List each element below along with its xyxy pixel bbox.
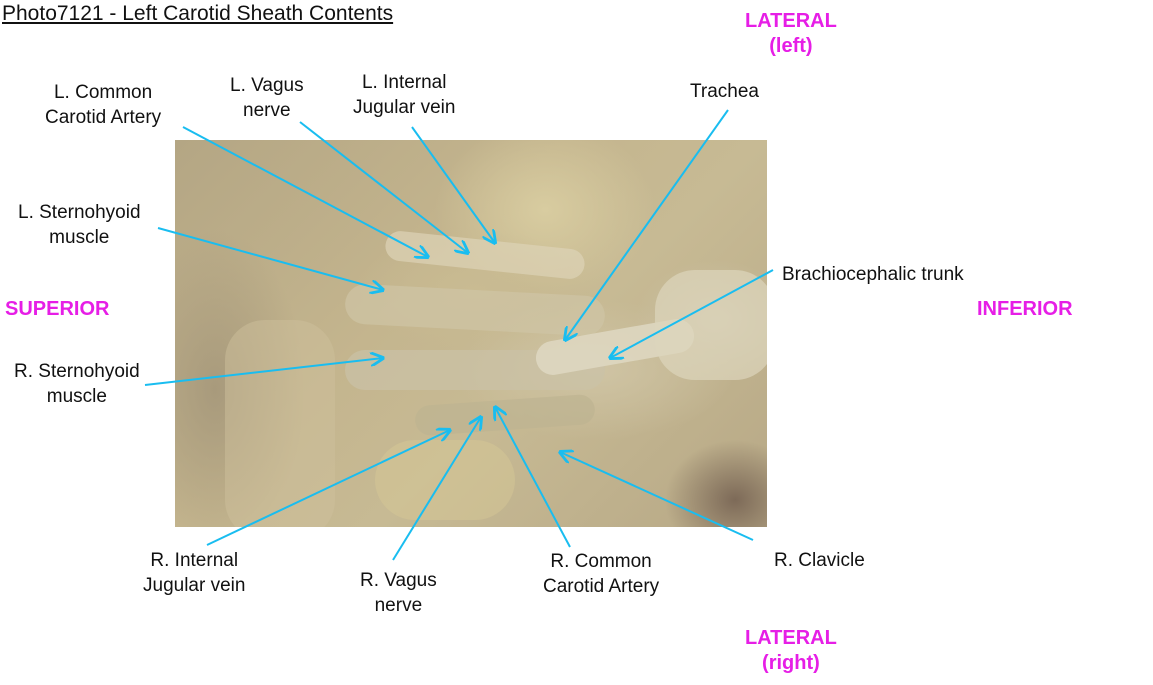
label-text: muscle [46,386,107,407]
arrow-brachiocephalic [610,269,774,358]
label-text: L. Internal [361,72,447,93]
page-title: Photo7121 - Left Carotid Sheath Contents [2,2,394,25]
label-text: Jugular vein [143,575,246,596]
arrow-trachea [565,109,729,340]
label-l-common-carotid: L. Common Carotid Artery [45,80,161,130]
arrow-l-internal-jugular [411,126,495,243]
orientation-lateral-right: LATERAL (right) [745,626,837,676]
label-r-common-carotid: R. Common Carotid Artery [543,549,659,599]
orientation-text: LATERAL [745,10,837,32]
label-text: nerve [243,100,291,121]
orientation-text: (left) [769,35,813,57]
label-trachea: Trachea [690,79,759,104]
orientation-text: (right) [762,652,820,674]
label-r-clavicle: R. Clavicle [774,548,865,573]
label-text: Carotid Artery [45,107,162,128]
label-text: R. Vagus [360,570,437,591]
arrow-r-internal-jugular [206,430,450,546]
orientation-superior: SUPERIOR [5,298,110,320]
label-text: muscle [49,227,110,248]
arrow-r-clavicle [560,452,754,541]
arrow-r-sternohyoid [144,358,383,386]
arrow-r-vagus [392,417,481,561]
label-text: Brachiocephalic trunk [782,264,964,285]
label-text: L. Vagus [230,75,304,96]
arrow-l-common-carotid [182,126,428,257]
label-l-sternohyoid: L. Sternohyoid muscle [18,200,141,250]
arrow-l-vagus [299,121,468,253]
orientation-inferior: INFERIOR [977,298,1073,320]
label-text: Carotid Artery [543,576,660,597]
label-r-vagus: R. Vagus nerve [360,568,437,618]
label-text: nerve [374,595,423,616]
label-text: Jugular vein [353,97,456,118]
dissection-photo [175,140,767,527]
arrow-l-sternohyoid [157,227,383,290]
arrow-r-common-carotid [495,407,571,548]
label-r-internal-jugular: R. Internal Jugular vein [143,548,245,598]
label-text: L. Common [53,82,153,103]
label-text: R. Internal [150,550,239,571]
label-text: R. Common [550,551,652,572]
label-l-vagus: L. Vagus nerve [230,73,304,123]
label-text: R. Sternohyoid [14,361,140,382]
orientation-text: LATERAL [745,627,837,649]
label-brachiocephalic: Brachiocephalic trunk [782,262,964,287]
label-r-sternohyoid: R. Sternohyoid muscle [14,359,140,409]
orientation-lateral-left: LATERAL (left) [745,9,837,59]
label-text: L. Sternohyoid [18,202,141,223]
label-l-internal-jugular: L. Internal Jugular vein [353,70,455,120]
label-text: R. Clavicle [774,550,865,571]
label-text: Trachea [690,81,759,102]
